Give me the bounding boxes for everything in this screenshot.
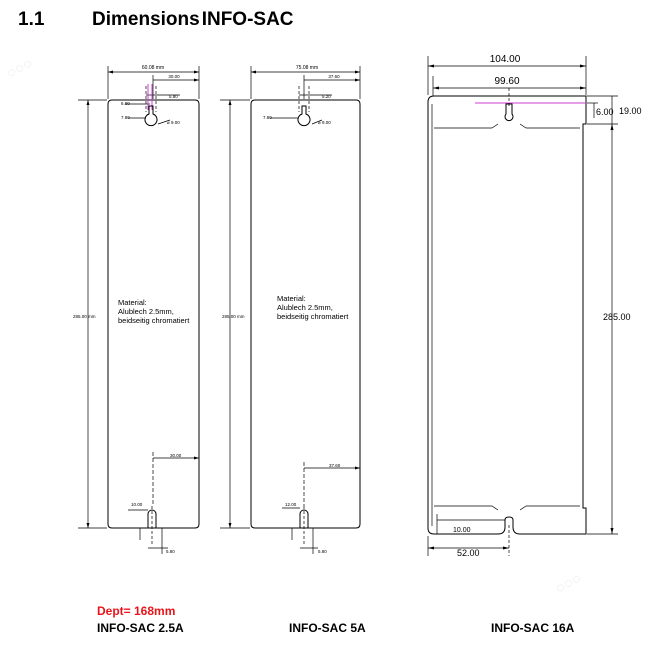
unit-5a-slot-top-dim: 5.20 bbox=[322, 94, 331, 99]
unit-16a-top-offset-dim: 6.00 bbox=[596, 107, 614, 117]
material-line: beidseitig chromatiert bbox=[118, 316, 190, 325]
material-line: Material: bbox=[277, 294, 306, 303]
unit-5a-hole-dia-dim: ⌀ 9.00 bbox=[318, 120, 331, 125]
unit-5a-hole-offset-dim: 7.80 bbox=[263, 115, 272, 120]
unit-5a-width-dim: 75.08 mm bbox=[296, 65, 318, 71]
unit-5a-half-width-dim: 37.60 bbox=[328, 74, 340, 79]
unit-2-5a-slot-bottom-dim: 5.80 bbox=[166, 549, 175, 554]
unit-16a-bottom-half-width-dim: 52.00 bbox=[457, 548, 480, 558]
unit-16a-width-dim: 104.00 bbox=[490, 54, 521, 65]
unit-5a-label: INFO-SAC 5A bbox=[289, 621, 366, 635]
section-number: 1.1 bbox=[18, 9, 45, 30]
unit-16a-plate bbox=[427, 95, 587, 535]
unit-5a-bottom-slot-dim: 12.00 bbox=[285, 502, 297, 507]
unit-2-5a-hole-dia-dim: ⌀ 9.00 bbox=[167, 120, 180, 125]
unit-16a-bottom-slot-dim: 10.00 bbox=[453, 527, 471, 534]
unit-2-5a-material-note: Material: Alublech 2.5mm, beidseitig chr… bbox=[118, 298, 189, 325]
unit-2-5a-height-dim: 285.00 mm bbox=[73, 314, 96, 319]
unit-16a-label: INFO-SAC 16A bbox=[491, 621, 575, 635]
unit-16a-height-dim: 285.00 bbox=[603, 312, 631, 322]
unit-5a-plate bbox=[250, 99, 361, 529]
unit-2-5a-half-width-dim: 30.00 bbox=[168, 74, 180, 79]
unit-5a-drawing bbox=[220, 66, 361, 554]
unit-2-5a-hole-offset-dim: 7.80 bbox=[121, 115, 130, 120]
unit-2-5a-bottom-slot-dim: 10.00 bbox=[131, 502, 143, 507]
title-word: Dimensions bbox=[92, 9, 200, 30]
unit-16a-inner-width-dim: 99.60 bbox=[494, 76, 519, 87]
unit-5a-slot-bottom-dim: 5.80 bbox=[318, 549, 327, 554]
unit-5a-material-note: Material: Alublech 2.5mm, beidseitig chr… bbox=[277, 294, 348, 321]
unit-16a-top-height-dim: 19.00 bbox=[619, 106, 642, 116]
material-line: Alublech 2.5mm, bbox=[118, 307, 174, 316]
unit-2-5a-lower-half-width-dim: 30.00 bbox=[170, 453, 182, 458]
unit-2-5a-drawing bbox=[78, 66, 200, 554]
unit-5a-lower-half-width-dim: 37.60 bbox=[329, 463, 341, 468]
depth-note: Dept= 168mm bbox=[97, 604, 176, 618]
unit-2-5a-slot-offset-dim: 6.00 bbox=[121, 101, 130, 106]
material-line: beidseitig chromatiert bbox=[277, 312, 349, 321]
material-line: Alublech 2.5mm, bbox=[277, 303, 333, 312]
unit-2-5a-slot-top-dim: 5.80 bbox=[169, 94, 178, 99]
unit-2-5a-label: INFO-SAC 2.5A bbox=[97, 621, 184, 635]
unit-2-5a-plate bbox=[107, 99, 200, 529]
unit-16a-drawing bbox=[427, 56, 618, 556]
unit-5a-height-dim: 285.00 mm bbox=[222, 314, 245, 319]
material-line: Material: bbox=[118, 298, 147, 307]
title-product: INFO-SAC bbox=[201, 9, 294, 30]
unit-2-5a-width-dim: 60.08 mm bbox=[142, 65, 164, 71]
